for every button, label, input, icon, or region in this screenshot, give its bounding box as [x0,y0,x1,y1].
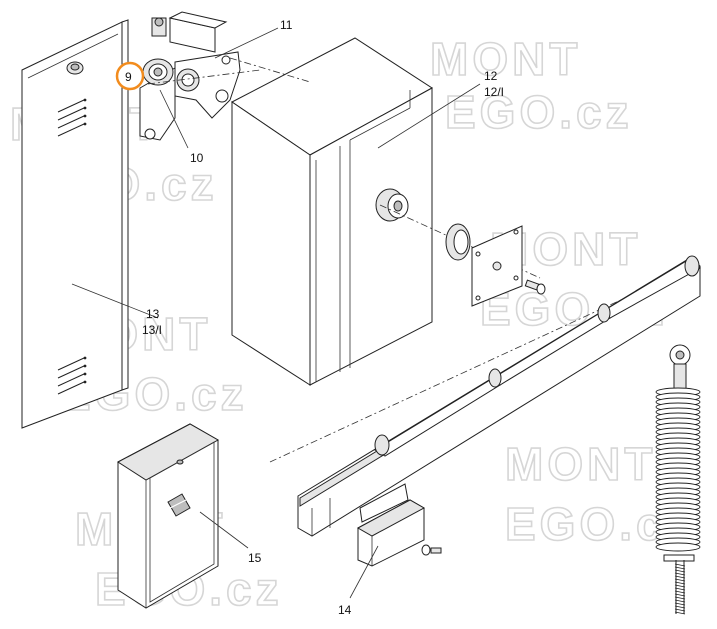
rod-thread [674,593,686,597]
callout-12-i: 12/I [484,85,504,99]
callout-15: 15 [248,551,262,565]
watermark-ego-2: EGO.cz [445,86,633,138]
callout-9: 9 [125,70,132,84]
rod-thread [674,605,686,609]
callout-14: 14 [338,603,352,617]
rod-thread [674,590,686,594]
rod-thread [674,575,686,579]
rod-thread [674,569,686,573]
rod-thread [674,608,686,612]
control-box [117,423,220,609]
door-panel [21,19,129,429]
watermark-mont-2: MONT [430,33,581,85]
rod-thread [674,563,686,567]
motor-mount-assembly [139,11,241,141]
callout-13: 13 [146,307,160,321]
callout-10: 10 [190,151,204,165]
rod-thread [674,584,686,588]
rod-thread [674,596,686,600]
mounting-plate [471,225,546,307]
rod-thread [674,572,686,576]
rod-thread [674,587,686,591]
spring-coil-ring [655,542,701,552]
rod-thread [674,602,686,606]
boom-end-block [356,483,442,567]
rod-thread [674,599,686,603]
callout-13-i: 13/I [142,323,162,337]
balance-spring [655,344,701,615]
leader-lines [71,27,481,599]
barrier-boom [297,255,701,537]
highlight-ring [115,61,145,91]
rod-thread [674,566,686,570]
highlight-callout-9[interactable]: 9 [115,61,145,91]
rod-thread [674,611,686,615]
rod-thread [674,581,686,585]
rod-thread [674,578,686,582]
watermark-mont-5: MONT [505,438,656,490]
callout-12: 12 [484,69,498,83]
callout-11: 11 [280,18,293,32]
door-vents-top [57,98,87,137]
flange-ring [445,223,471,261]
door-vents-bottom [57,356,87,395]
callout-labels: 11 10 12 12/I 13 13/I 15 14 [142,18,504,617]
barrier-housing [231,37,433,386]
